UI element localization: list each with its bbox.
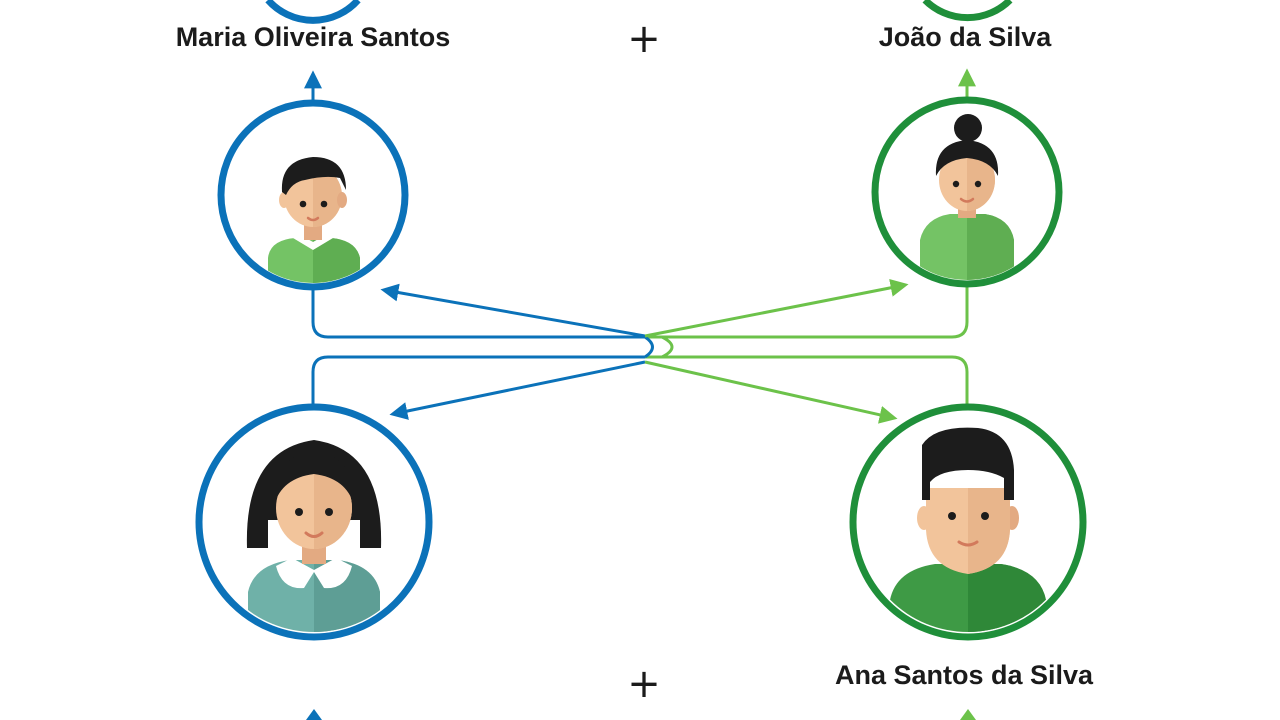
blue-arrow-to-top-left — [380, 283, 646, 338]
bottom-right-name-label: Ana Santos da Silva — [834, 660, 1094, 690]
top-left-partial-ring — [265, 0, 361, 24]
top-right-partial-ring — [922, 0, 1013, 22]
bottom-plus-sign: + — [627, 661, 661, 707]
green-connector-top — [645, 285, 969, 339]
center-junction-green — [661, 335, 674, 359]
woman-bun-avatar-icon — [879, 104, 1055, 280]
center-junction — [644, 335, 654, 359]
blue-connector-top — [311, 288, 645, 339]
top-plus-sign: + — [627, 16, 661, 62]
bottom-left-ring — [195, 403, 433, 641]
man-avatar-icon — [858, 412, 1078, 632]
top-right-ring — [871, 96, 1063, 288]
top-left-ring — [217, 99, 409, 291]
boy-avatar-icon — [225, 107, 401, 283]
top-left-name-label: Maria Oliveira Santos — [175, 22, 451, 52]
blue-arrow-to-bottom-left — [389, 360, 646, 420]
green-arrow-to-top-right — [644, 278, 909, 338]
bottom-left-up-arrow — [306, 709, 322, 720]
bottom-right-up-arrow — [960, 709, 976, 720]
green-connector-bottom — [645, 355, 969, 405]
bottom-right-ring — [849, 403, 1087, 641]
green-arrow-to-bottom-right — [644, 360, 898, 424]
woman-bob-avatar-icon — [204, 412, 424, 632]
blue-connector-bottom — [311, 355, 645, 405]
top-right-name-label: João da Silva — [878, 22, 1052, 52]
